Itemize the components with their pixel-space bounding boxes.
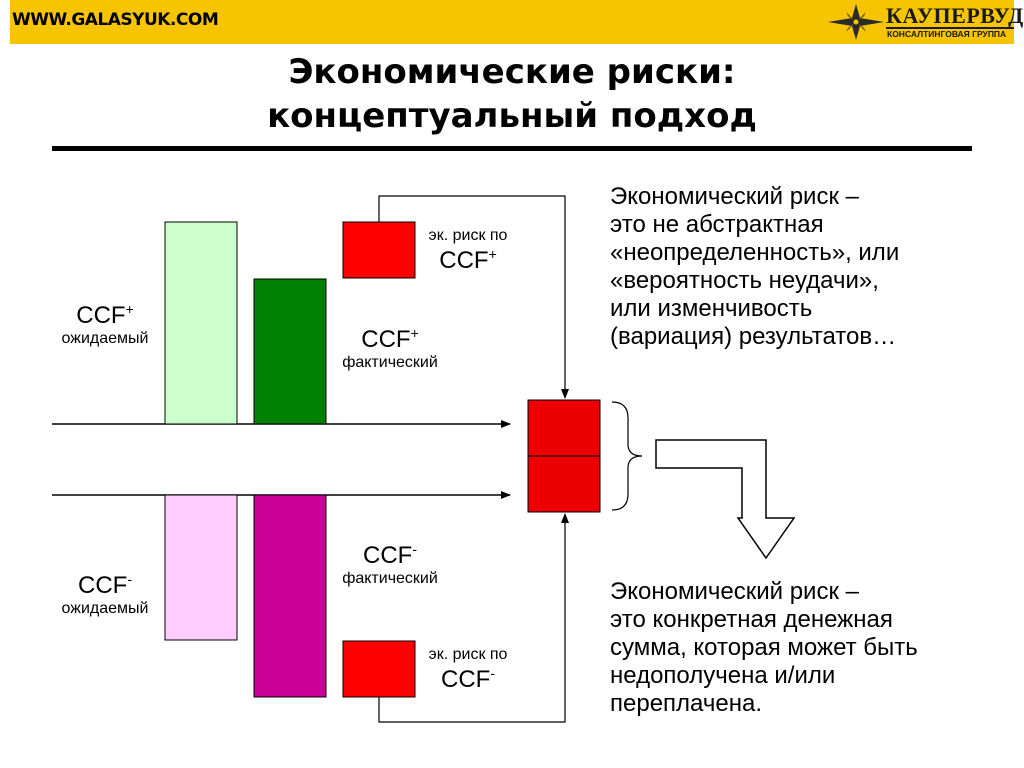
ccf-plus-actual-bar bbox=[253, 278, 327, 425]
text-line: это конкретная денежная bbox=[610, 606, 893, 633]
logo-name: КАУПЕРВУД bbox=[886, 3, 1024, 28]
title-line-1: Экономические риски: bbox=[288, 52, 736, 92]
page-title: Экономические риски: концептуальный подх… bbox=[60, 50, 964, 138]
text-line: «неопределенность», или bbox=[610, 239, 900, 266]
risk-minus-connector bbox=[378, 513, 569, 723]
hollow-bent-arrow bbox=[655, 439, 796, 560]
risk-plus-box bbox=[342, 221, 416, 279]
risk-definition-abstract: Экономический риск – это не абстрактная … bbox=[610, 183, 1010, 351]
text-line: Экономический риск – bbox=[610, 183, 859, 210]
ccf-plus-actual-label: CCF+ фактический bbox=[342, 325, 438, 371]
combined-risk-box-top bbox=[527, 399, 601, 457]
ccf-minus-expected-label: CCF- ожидаемый bbox=[61, 571, 149, 617]
text-line: сумма, которая может быть bbox=[610, 634, 918, 661]
risk-definition-concrete: Экономический риск – это конкретная дене… bbox=[610, 578, 1010, 718]
ccf-plus-expected-label: CCF+ ожидаемый bbox=[61, 301, 149, 347]
text-line: переплачена. bbox=[610, 690, 762, 717]
combined-risk-box-bottom bbox=[527, 455, 601, 513]
compass-star-icon bbox=[828, 4, 884, 40]
kauperwood-logo bbox=[828, 4, 1014, 40]
risk-plus-connector bbox=[378, 195, 569, 399]
title-underline bbox=[52, 146, 972, 151]
logo-subtitle: КОНСАЛТИНГОВАЯ ГРУППА bbox=[887, 29, 1007, 39]
risk-plus-label: эк. риск по CCF+ bbox=[428, 227, 508, 274]
curly-brace bbox=[611, 401, 643, 511]
ccf-minus-actual-label: CCF- фактический bbox=[342, 541, 438, 587]
text-line: это не абстрактная bbox=[610, 211, 824, 238]
ccf-minus-expected-bar bbox=[164, 494, 238, 641]
risk-minus-box bbox=[342, 640, 416, 698]
ccf-minus-actual-bar bbox=[253, 494, 327, 698]
site-url-link[interactable]: WWW.GALASYUK.COM bbox=[12, 10, 219, 30]
ccf-plus-expected-bar bbox=[164, 221, 238, 425]
text-line: недополучена и/или bbox=[610, 662, 836, 689]
text-line: (вариация) результатов… bbox=[610, 323, 897, 350]
text-line: Экономический риск – bbox=[610, 578, 859, 605]
title-line-2: концептуальный подход bbox=[267, 96, 757, 136]
text-line: «вероятность неудачи», bbox=[610, 267, 879, 294]
risk-minus-label: эк. риск по CCF- bbox=[428, 646, 508, 693]
text-line: или изменчивость bbox=[610, 295, 813, 322]
